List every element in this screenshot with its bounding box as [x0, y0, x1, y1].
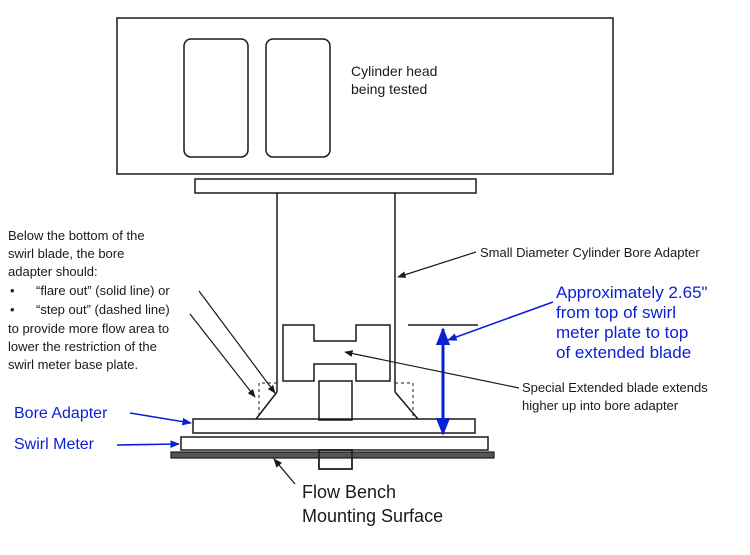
bore-adapter-label: Bore Adapter [14, 405, 108, 422]
head-gasket-plate [194, 178, 477, 194]
step-leader [189, 313, 256, 398]
cylinder-head [116, 17, 614, 175]
cylinder-head-label: Cylinder head being tested [351, 63, 441, 97]
bullet-1: • [10, 283, 15, 298]
bore-adapter-callout: Small Diameter Cylinder Bore Adapter [480, 245, 700, 260]
bore-adapter-plate [192, 418, 476, 434]
port-left [183, 38, 249, 158]
svg-text:Below the bottom of the: Below the bottom of the swirl blade, the… [8, 228, 148, 279]
extended-swirl-blade [282, 324, 391, 382]
flare-leader [198, 290, 276, 394]
svg-text:“flare out” (solid line) or: “flare out” (solid line) or [36, 283, 170, 298]
svg-text:“step out” (dashed line): “step out” (dashed line) [36, 302, 170, 317]
swirl-meter-plate [180, 436, 489, 451]
blade-shaft [318, 380, 353, 421]
instruction-note: Below the bottom of the swirl blade, the… [8, 228, 173, 372]
mounting-surface-plate [170, 451, 495, 459]
mounting-surface-leader [273, 458, 296, 485]
bore-adapter-leader [397, 251, 477, 278]
blade-callout: Special Extended blade extends higher up… [522, 380, 711, 413]
blade-leader [344, 350, 520, 389]
dimension-label: Approximately 2.65" from top of swirl me… [556, 283, 712, 362]
bullet-2: • [10, 302, 15, 317]
mounting-surface-label: Flow Bench Mounting Surface [302, 482, 443, 526]
bore-adapter-label-leader [129, 412, 192, 426]
swirl-meter-label: Swirl Meter [14, 436, 95, 453]
swirl-meter-label-leader [116, 440, 180, 448]
bore-adapter-tube [255, 193, 419, 420]
svg-text:to provide more flow area to: to provide more flow area to lower the r… [8, 321, 173, 372]
port-right [265, 38, 331, 158]
dimension-leader [447, 301, 554, 341]
